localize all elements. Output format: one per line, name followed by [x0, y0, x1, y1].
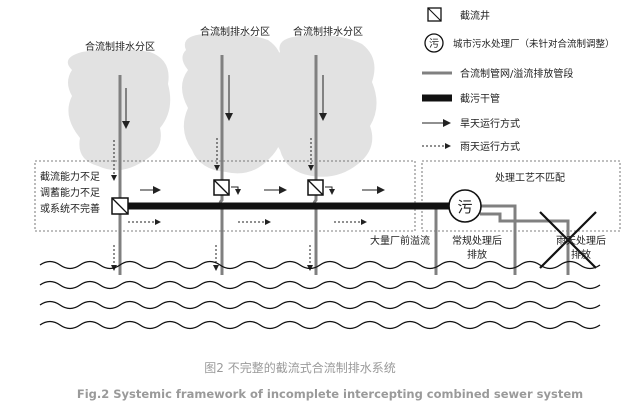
legend-combined-pipe-label: 合流制管网/溢流排放管段: [460, 67, 573, 80]
deficiency-label-2: 调蓄能力不足: [40, 186, 100, 199]
wet-weather-flow-arrows: [111, 138, 367, 271]
zone-label-3: 合流制排水分区: [293, 25, 363, 38]
interceptor-well-2: [213, 179, 230, 196]
dry-weather-flow-arrows: [122, 75, 385, 195]
legend-wwtp-icon-label: 污: [429, 38, 439, 50]
zone-label-2: 合流制排水分区: [200, 25, 270, 38]
legend-wet-weather-label: 雨天运行方式: [460, 140, 520, 153]
catchment-cloud-2: [182, 32, 285, 174]
deficiency-label-3: 或系统不完善: [40, 202, 100, 215]
caption-chinese: 图2 不完整的截流式合流制排水系统: [204, 360, 395, 375]
legend-intercepting-main-label: 截污干管: [460, 92, 500, 105]
catchment-cloud-3: [270, 35, 377, 177]
deficiency-label-1: 截流能力不足: [40, 170, 100, 183]
legend-dry-weather-label: 旱天运行方式: [460, 117, 520, 130]
caption-english: Fig.2 Systemic framework of incomplete i…: [77, 387, 583, 401]
legend-interceptor-well-icon: [427, 7, 442, 22]
zone-label-1: 合流制排水分区: [85, 40, 155, 53]
process-mismatch-label: 处理工艺不匹配: [495, 172, 565, 184]
legend-wwtp-icon: [424, 33, 444, 53]
normal-treatment-label-1: 常规处理后: [452, 234, 502, 247]
crossed-out-mark: [539, 211, 597, 269]
deficiency-region-box: [34, 160, 416, 232]
wet-treatment-label-1: 雨天处理后: [556, 235, 606, 247]
receiving-water-waves: [39, 260, 601, 330]
legend-wwtp-label: 城市污水处理厂（未针对合流制调整）: [453, 38, 615, 50]
legend: 截流井 污 城市污水处理厂（未针对合流制调整） 合流制管网/溢流排放管段 截污干…: [422, 7, 615, 153]
interceptor-well-1: [111, 197, 129, 215]
plant-region-box: [421, 160, 621, 232]
wwtp-symbol-label: 污: [457, 198, 472, 216]
wet-treatment-label-2: 排放: [571, 248, 591, 261]
interceptor-well-3: [307, 179, 324, 196]
normal-treatment-label-2: 排放: [467, 248, 487, 261]
overflow-before-plant-label: 大量厂前溢流: [370, 234, 430, 247]
wwtp-symbol: [448, 189, 482, 223]
legend-interceptor-well-label: 截流井: [460, 9, 490, 22]
